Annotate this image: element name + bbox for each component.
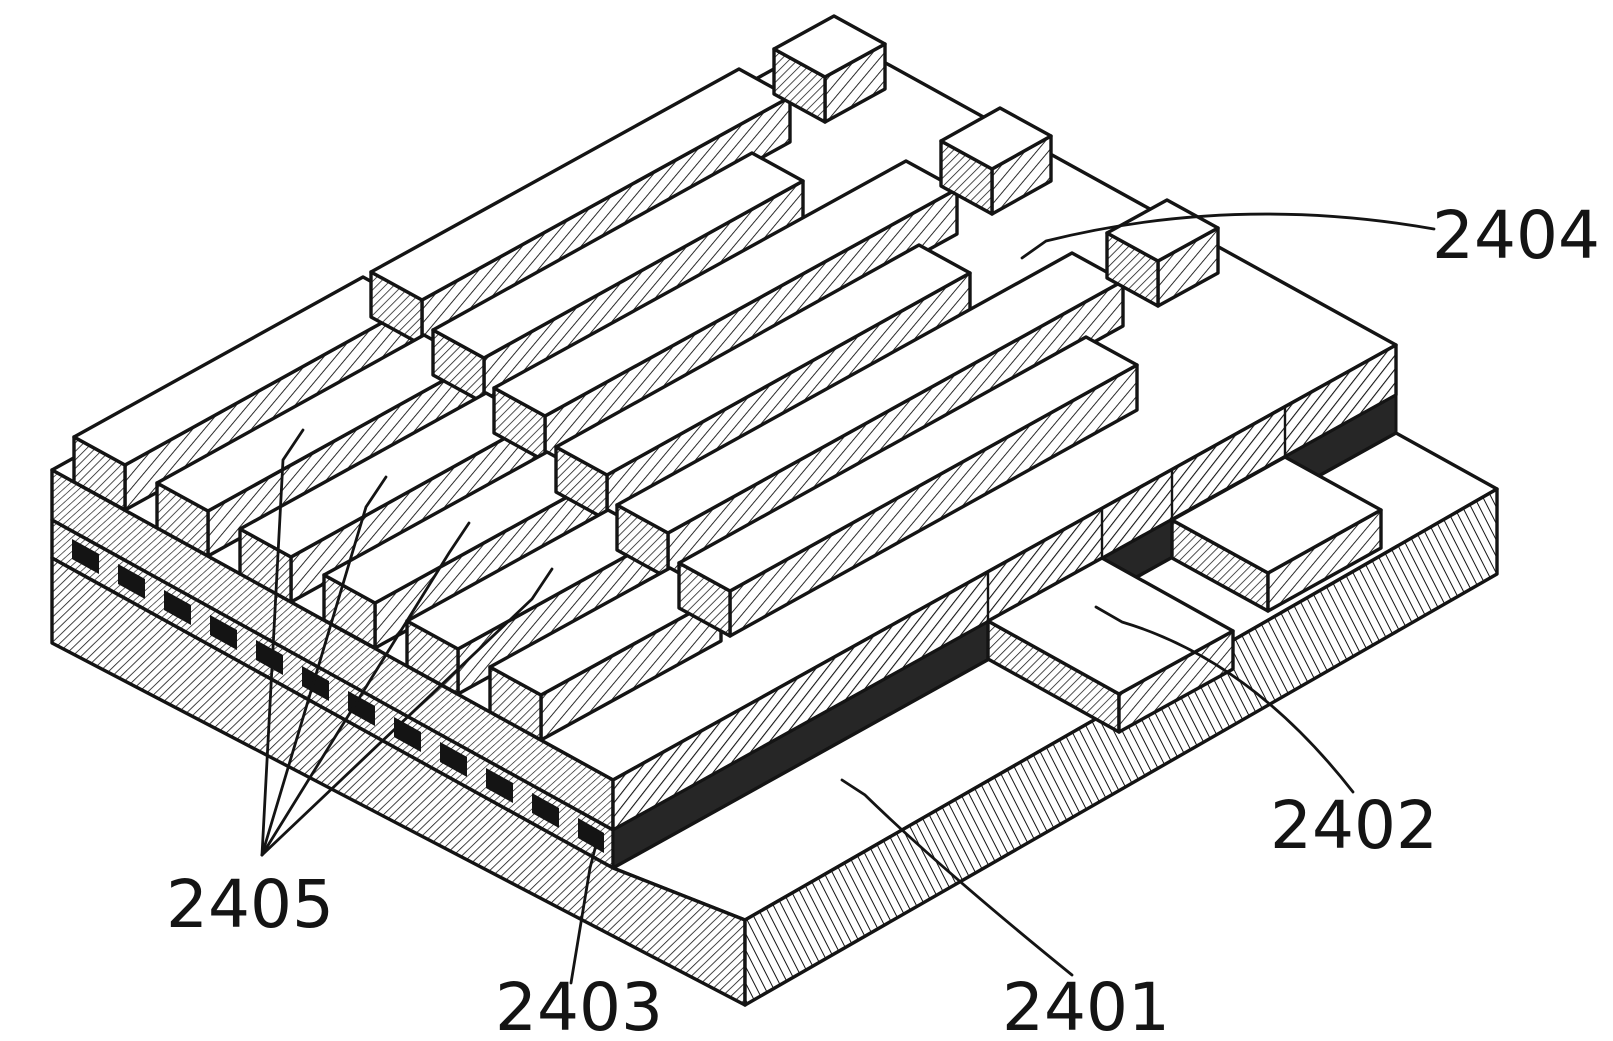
leader-lines: [260, 212, 1436, 985]
electrode-end-tab: [939, 106, 1053, 216]
electrode-bar: [155, 151, 805, 558]
leader-2404: [1020, 212, 1436, 260]
electrode-bar: [405, 251, 1125, 696]
label-bottom-substrate: 2401: [1002, 969, 1170, 1041]
bottom-substrate-front-right-face: [743, 487, 1499, 1007]
leader-2405-d: [260, 567, 554, 857]
leader-2401: [840, 778, 1074, 977]
electrode-bar: [322, 243, 972, 650]
electrode-end-tab: [1105, 198, 1220, 308]
layer-step-seams: [986, 407, 1287, 621]
leader-2405-b: [260, 475, 388, 857]
electrode-bar: [488, 335, 1139, 742]
leader-2405-c: [260, 521, 471, 857]
electrode-bar: [238, 159, 959, 604]
leader-2402: [1094, 605, 1355, 794]
leader-2403: [569, 839, 599, 985]
buried-electrode-dash-row: [72, 539, 604, 853]
label-top-electrodes: 2405: [166, 866, 334, 943]
leader-2405-a: [260, 428, 305, 857]
label-lower-electrode: 2402: [1270, 787, 1438, 864]
lower-electrode-bar: [1170, 455, 1383, 613]
label-top-plate: 2404: [1432, 197, 1600, 274]
top-electrode-bar-array: [72, 14, 1220, 742]
electrode-end-tab: [772, 14, 887, 124]
electrode-bar: [72, 67, 792, 512]
label-intermediate-layer: 2403: [495, 969, 663, 1041]
